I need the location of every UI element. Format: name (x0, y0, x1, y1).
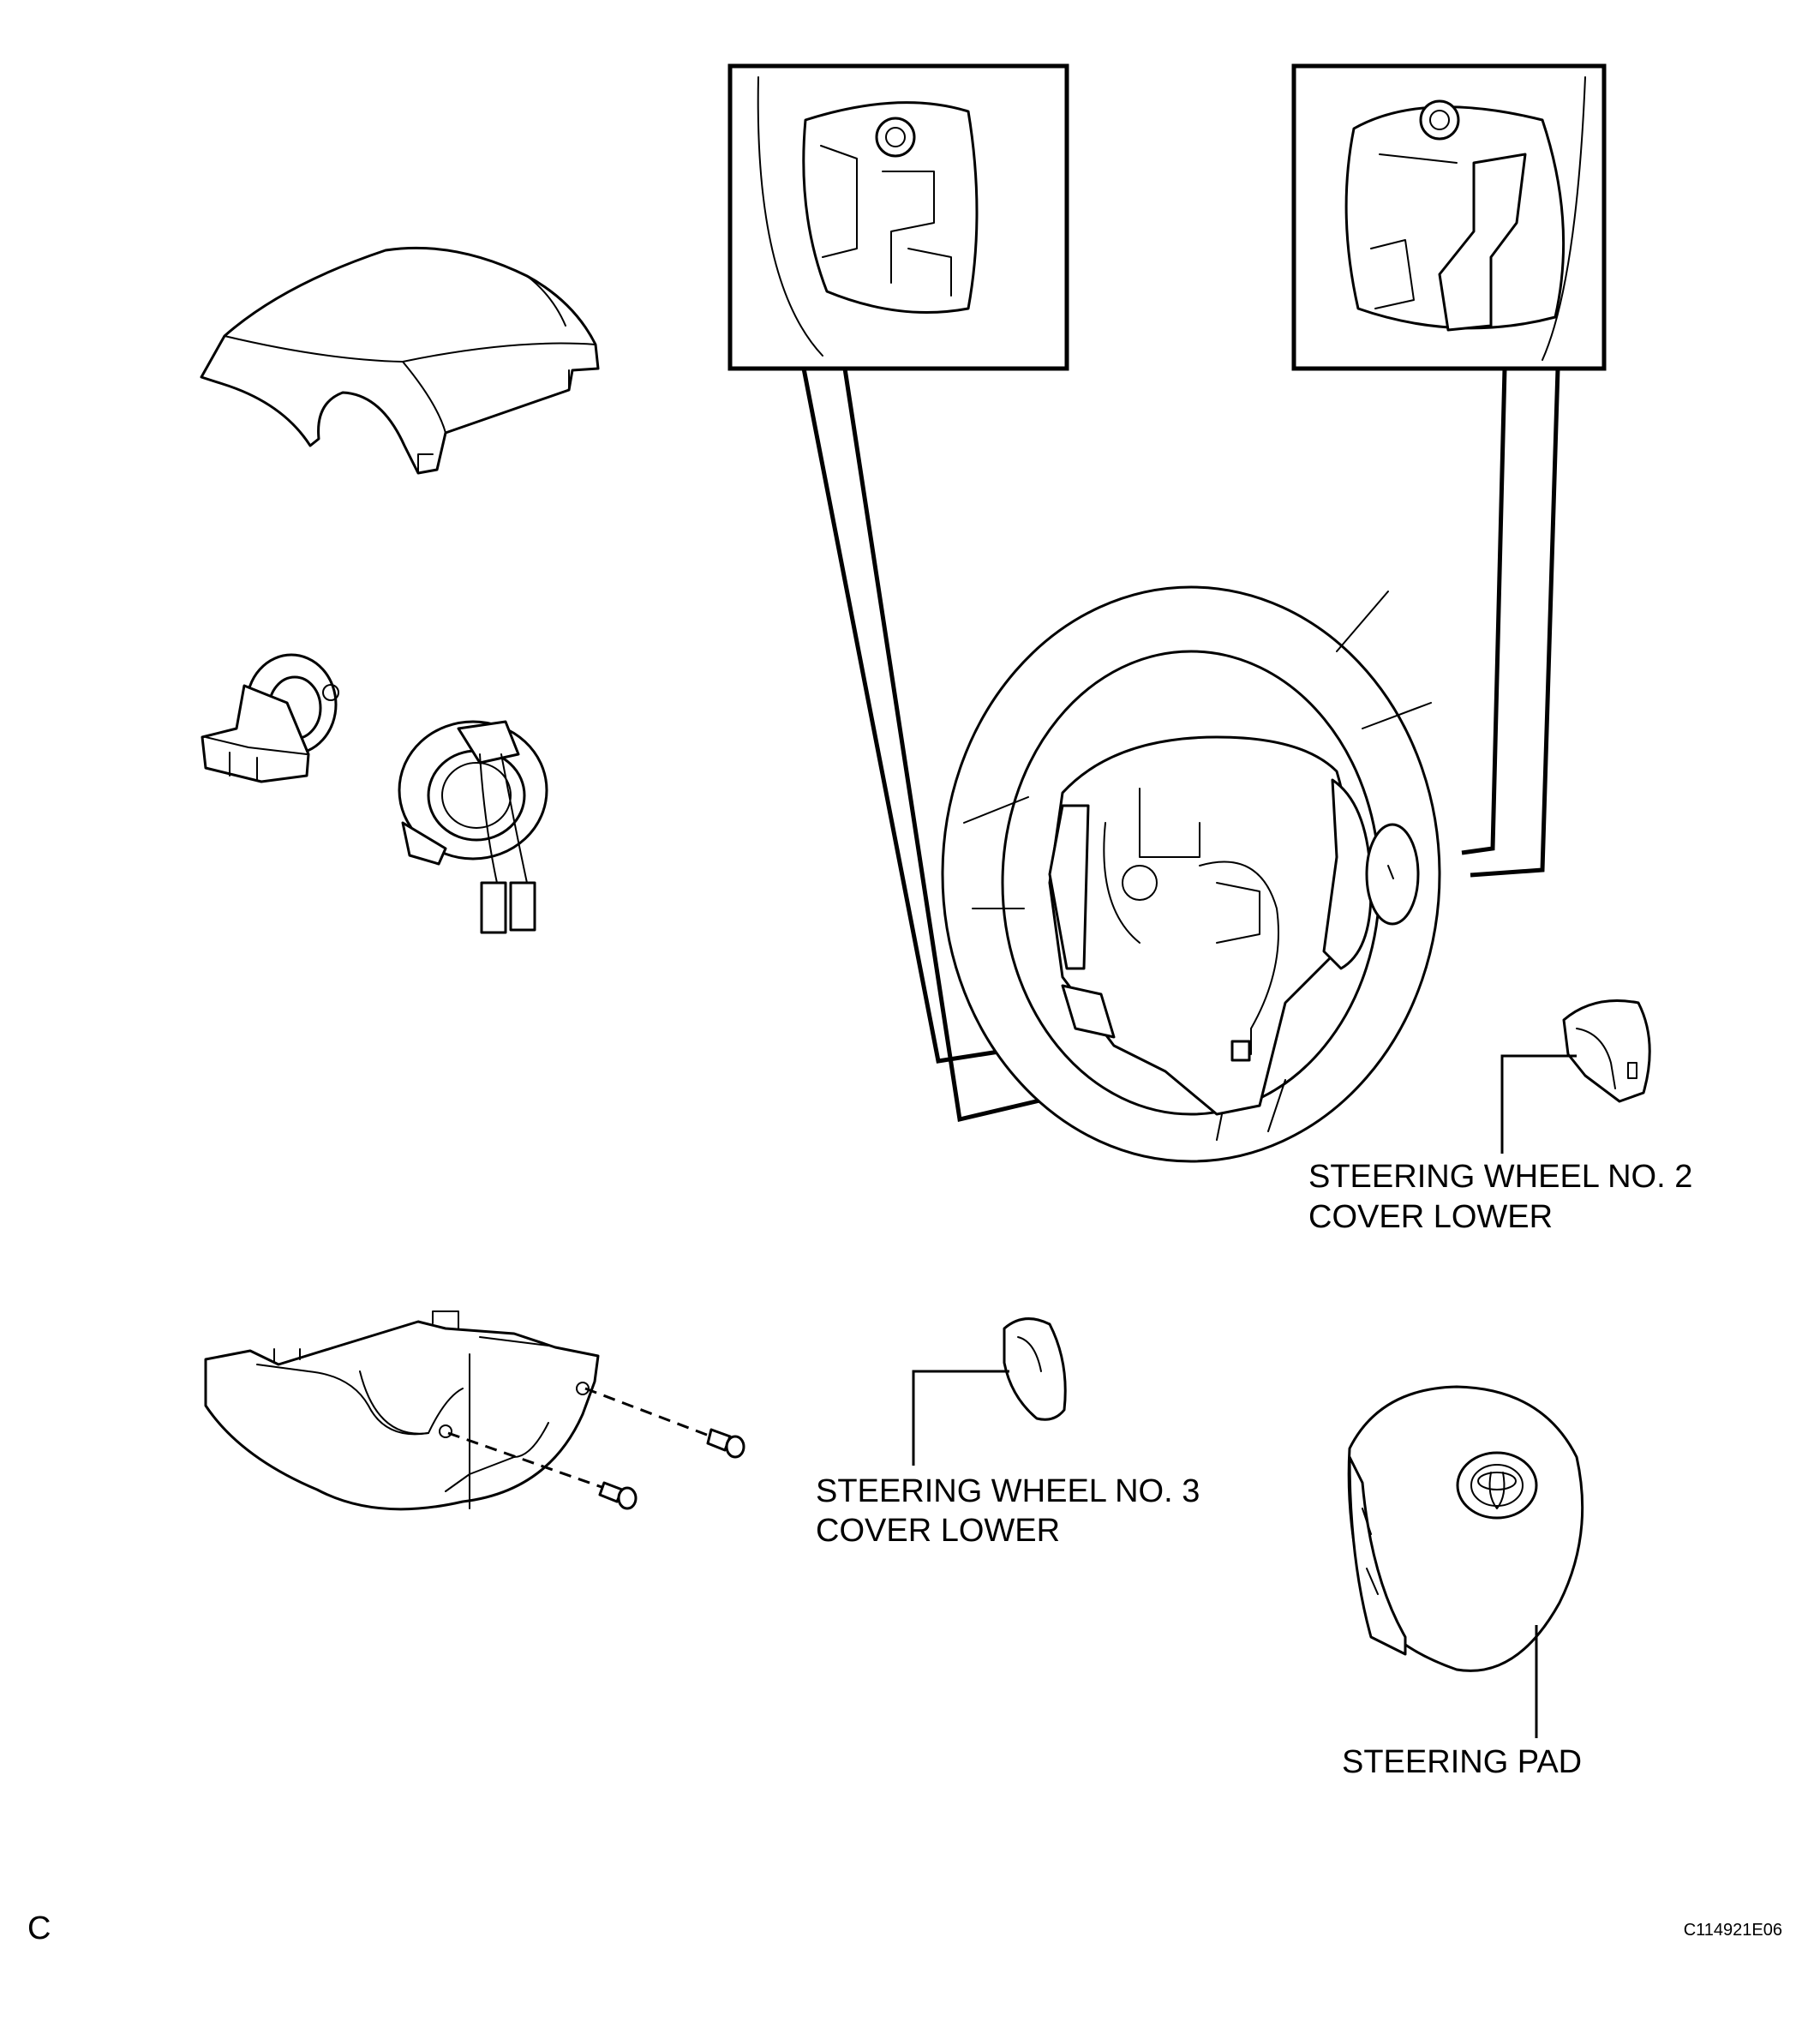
lower-column-cover (204, 1310, 600, 1511)
inset-detail-2 (1291, 63, 1607, 878)
cover-no3-label-line2: COVER LOWER (816, 1513, 1060, 1549)
cover-no3-label-line1: STEERING WHEEL NO. 3 (816, 1473, 1200, 1509)
cover-no2-part (1562, 999, 1651, 1103)
cover-no3-part (1003, 1317, 1067, 1421)
steering-pad-label: STEERING PAD (1342, 1744, 1582, 1780)
cover-no2-label-line1: STEERING WHEEL NO. 2 (1308, 1159, 1692, 1195)
steering-wheel (941, 585, 1441, 1163)
steering-pad (1347, 1385, 1584, 1672)
inset-detail-1 (727, 63, 1069, 1123)
figure-code: C114921E06 (1684, 1921, 1782, 1940)
cover-no3-leader (912, 1370, 1009, 1466)
steering-angle-sensor (201, 653, 339, 783)
cover-no2-leader (1500, 1054, 1577, 1154)
upper-column-cover (200, 246, 600, 475)
screw-path-2 (447, 1431, 605, 1490)
corner-mark: C (27, 1910, 51, 1946)
spiral-cable (398, 720, 548, 934)
screw-path-1 (584, 1387, 712, 1438)
cover-no2-label-line2: COVER LOWER (1308, 1199, 1553, 1235)
screw-2 (598, 1481, 638, 1510)
screw-1 (706, 1428, 745, 1459)
